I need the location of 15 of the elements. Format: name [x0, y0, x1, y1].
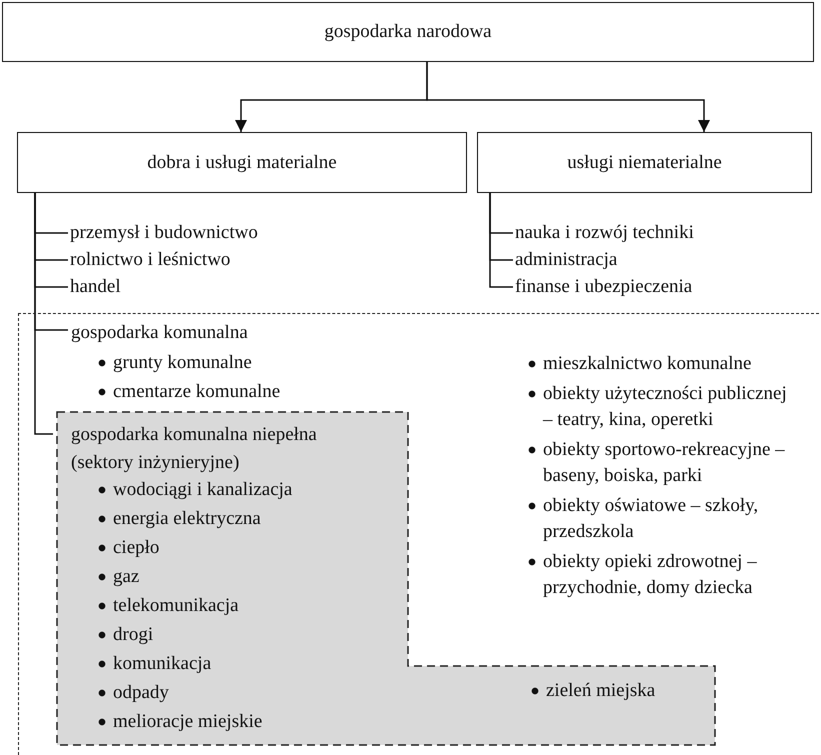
category-box: gospodarka narodowa: [2, 2, 814, 62]
sector-label: nauka i rozwój techniki: [515, 221, 694, 245]
category-box: dobra i usługi materialne: [17, 132, 467, 193]
sector-label: finanse i ubezpieczenia: [515, 275, 692, 299]
arrow: [426, 62, 710, 132]
category-box: usługi niematerialne: [477, 132, 812, 193]
sector-label: handel: [70, 275, 121, 299]
sector-label: przemysł i budownictwo: [70, 221, 258, 245]
dashed-region: [18, 313, 819, 755]
sector-label: administracja: [515, 248, 618, 272]
section-heading: gospodarka komunalna: [71, 321, 248, 345]
connector-line: [489, 193, 513, 288]
connector-line: [34, 193, 53, 435]
section-heading: gospodarka komunalna niepełna (sektory inżynieryjne): [71, 423, 318, 475]
sector-label: rolnictwo i leśnictwo: [70, 248, 230, 272]
